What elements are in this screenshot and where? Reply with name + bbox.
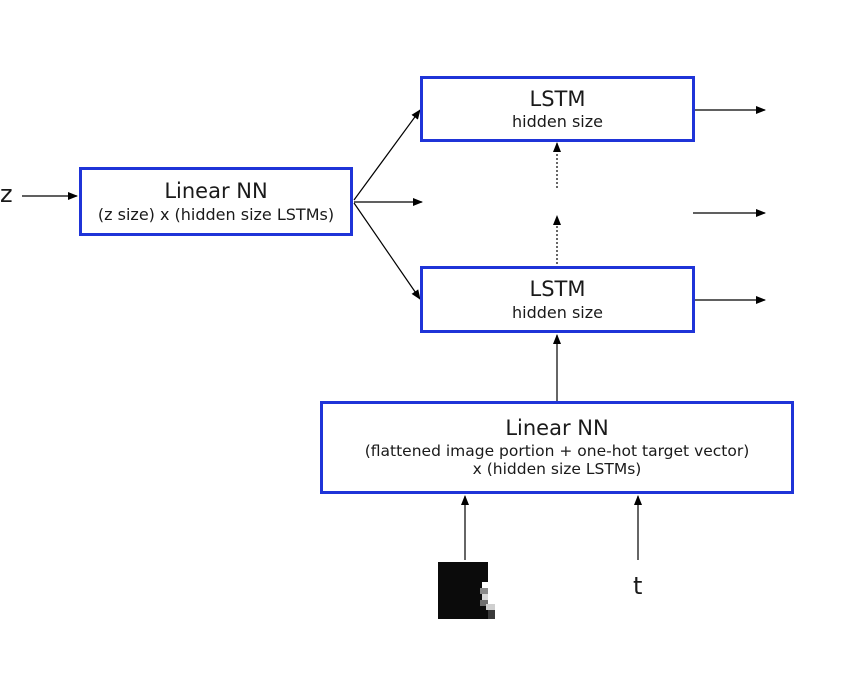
linear-nn-input-line3: x (hidden size LSTMs) bbox=[472, 460, 642, 479]
lstm-top-box: LSTM hidden size bbox=[420, 76, 695, 142]
lstm-bottom-box: LSTM hidden size bbox=[420, 266, 695, 333]
lstm-bottom-subtitle: hidden size bbox=[512, 302, 603, 322]
linear-nn-input-title: Linear NN bbox=[505, 416, 609, 441]
image-portion-thumbnail bbox=[438, 562, 495, 619]
arrow-linear-to-lstm-top bbox=[353, 109, 421, 201]
t-label: t bbox=[633, 572, 643, 600]
linear-nn-z-box: Linear NN (z size) x (hidden size LSTMs) bbox=[79, 167, 353, 236]
z-label: z bbox=[0, 180, 13, 208]
lstm-top-subtitle: hidden size bbox=[512, 112, 603, 131]
linear-nn-z-subtitle: (z size) x (hidden size LSTMs) bbox=[97, 204, 335, 224]
linear-nn-input-box: Linear NN (flattened image portion + one… bbox=[320, 401, 794, 494]
linear-nn-input-line2: (flattened image portion + one-hot targe… bbox=[364, 441, 750, 460]
linear-nn-z-title: Linear NN bbox=[164, 179, 268, 204]
arrow-linear-to-lstm-bottom bbox=[353, 202, 421, 300]
lstm-top-title: LSTM bbox=[529, 86, 586, 111]
lstm-bottom-title: LSTM bbox=[529, 277, 586, 302]
